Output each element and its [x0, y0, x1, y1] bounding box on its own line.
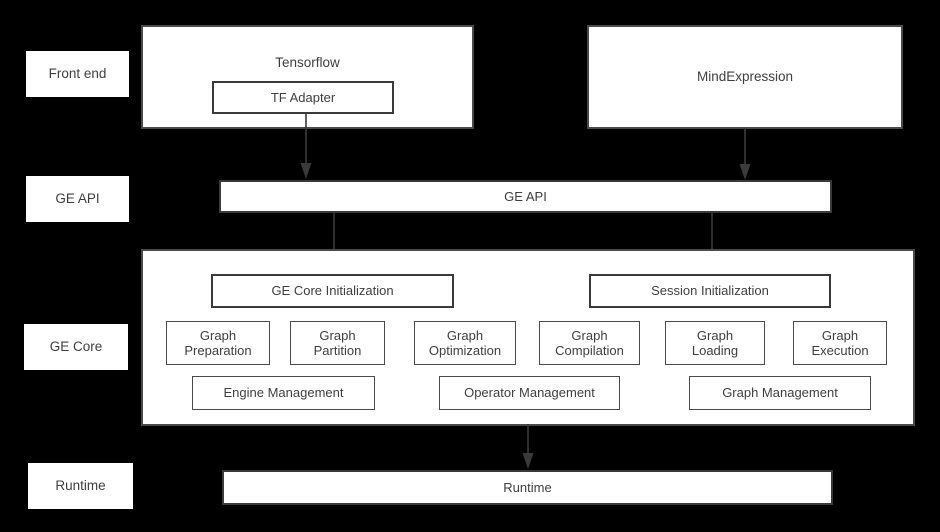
arrow-ge-core-to-runtime [520, 424, 536, 471]
mindexpression-label: MindExpression [696, 69, 794, 85]
manager-operator-management-label: Operator Management [464, 385, 595, 401]
manager-graph-management: Graph Management [689, 376, 871, 410]
ge-core-initialization-box: GE Core Initialization [211, 274, 454, 308]
manager-engine-management: Engine Management [192, 376, 375, 410]
runtime-bar-label: Runtime [503, 479, 552, 495]
module-graph-preparation: Graph Preparation [166, 321, 270, 365]
module-graph-compilation: Graph Compilation [539, 321, 640, 365]
layer-label-ge-core-text: GE Core [49, 339, 103, 355]
ge-core-initialization-label: GE Core Initialization [271, 283, 394, 299]
manager-operator-management: Operator Management [439, 376, 620, 410]
module-graph-preparation-label: Graph Preparation [184, 327, 252, 358]
layer-label-front-end-text: Front end [48, 66, 107, 82]
tensorflow-label: Tensorflow [275, 55, 340, 70]
manager-engine-management-label: Engine Management [223, 385, 344, 401]
layer-label-ge-api-text: GE API [55, 191, 100, 207]
module-graph-execution: Graph Execution [793, 321, 887, 365]
module-graph-loading-label: Graph Loading [691, 327, 739, 358]
layer-label-ge-core: GE Core [24, 324, 128, 370]
layer-label-front-end: Front end [26, 51, 129, 97]
session-initialization-box: Session Initialization [589, 274, 831, 308]
module-graph-loading: Graph Loading [665, 321, 765, 365]
manager-graph-management-label: Graph Management [722, 385, 838, 401]
mindexpression-box: MindExpression [587, 25, 903, 129]
tf-adapter-box: TF Adapter [212, 81, 394, 114]
layer-label-runtime: Runtime [28, 463, 133, 509]
module-graph-optimization-label: Graph Optimization [428, 327, 502, 358]
ge-api-bar-label: GE API [504, 188, 547, 204]
layer-label-runtime-text: Runtime [55, 478, 106, 494]
module-graph-partition: Graph Partition [290, 321, 385, 365]
ge-api-bar: GE API [219, 180, 832, 213]
session-initialization-label: Session Initialization [651, 283, 769, 299]
module-graph-execution-label: Graph Execution [811, 327, 869, 358]
module-graph-partition-label: Graph Partition [313, 327, 362, 358]
arrow-mindexpression-to-ge-api [737, 128, 753, 182]
module-graph-compilation-label: Graph Compilation [555, 327, 624, 358]
runtime-bar: Runtime [222, 470, 833, 505]
layer-label-ge-api: GE API [26, 176, 129, 222]
arrow-tf-adapter-to-ge-api [298, 113, 314, 181]
tf-adapter-label: TF Adapter [270, 89, 336, 105]
module-graph-optimization: Graph Optimization [414, 321, 516, 365]
